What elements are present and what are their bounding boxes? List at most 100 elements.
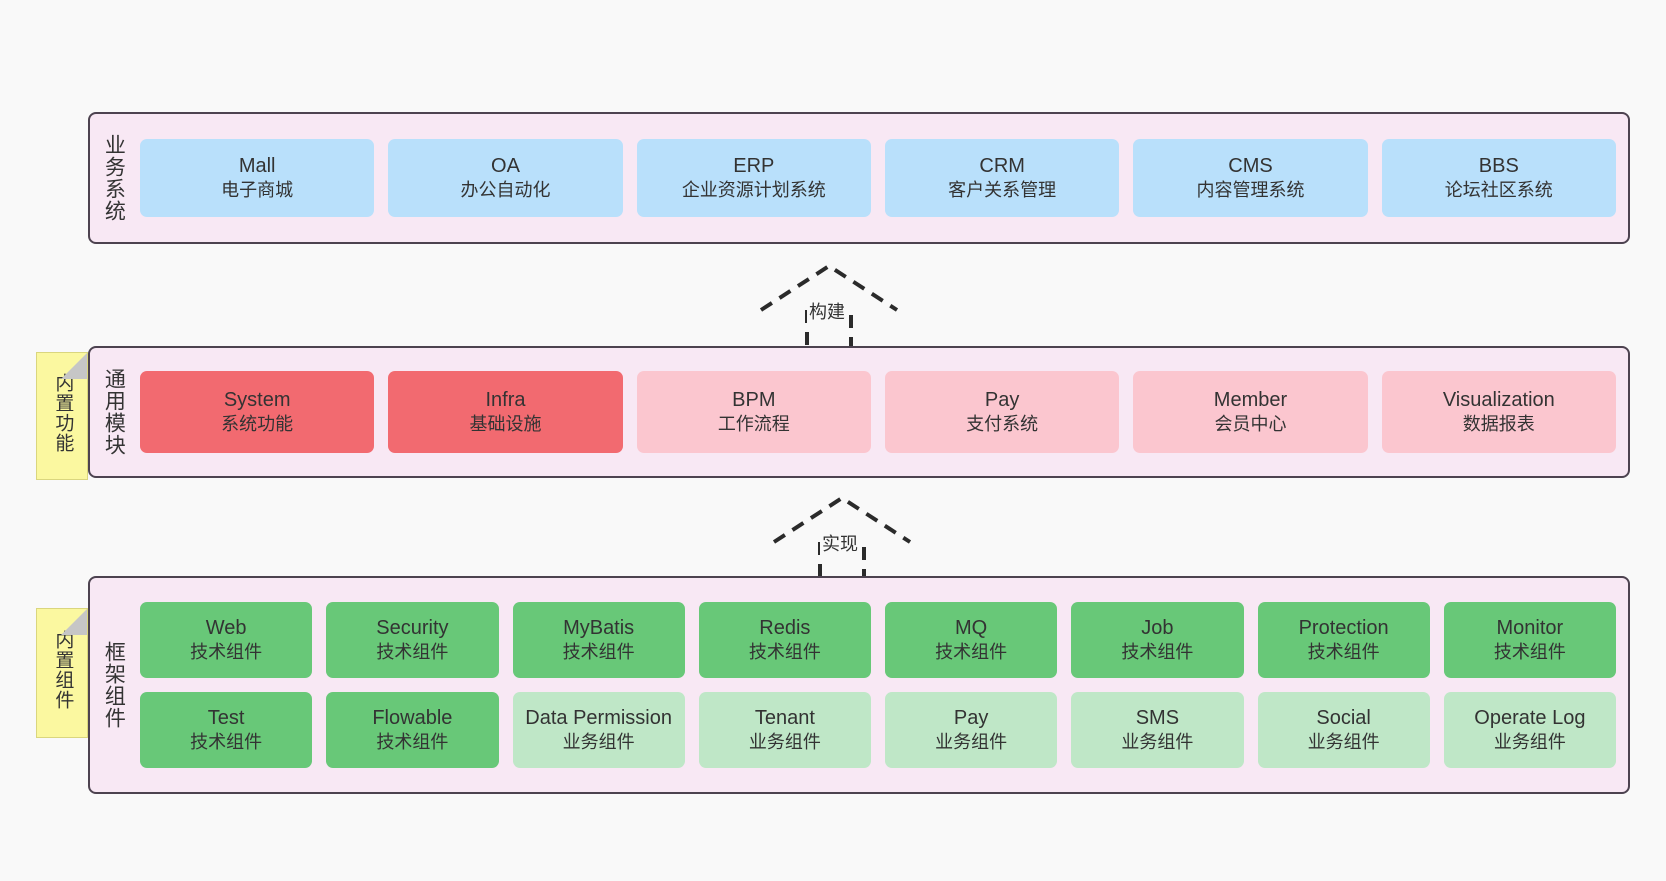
framework-card-operate-log[interactable]: Operate Log 业务组件 bbox=[1443, 692, 1616, 768]
business-system-layer: 业务系统 Mall 电子商城 OA 办公自动化 ERP 企业资源计划系统 CRM bbox=[88, 112, 1630, 244]
framework-card-mq[interactable]: MQ 技术组件 bbox=[885, 602, 1058, 678]
card-desc: 业务组件 bbox=[1493, 732, 1566, 753]
card-name: MQ bbox=[955, 617, 988, 640]
card-desc: 工作流程 bbox=[717, 414, 790, 435]
card-desc: 技术组件 bbox=[935, 642, 1008, 663]
card-desc: 电子商城 bbox=[221, 180, 294, 201]
implement-arrow-label: 实现 bbox=[820, 530, 860, 556]
card-name: Job bbox=[1141, 617, 1174, 640]
framework-card-social[interactable]: Social 业务组件 bbox=[1257, 692, 1430, 768]
card-name: Member bbox=[1213, 389, 1288, 412]
card-name: ERP bbox=[733, 155, 775, 178]
card-name: Flowable bbox=[372, 707, 453, 730]
card-desc: 系统功能 bbox=[221, 414, 294, 435]
framework-card-monitor[interactable]: Monitor 技术组件 bbox=[1443, 602, 1616, 678]
builtin-components-note-label: 内置组件 bbox=[52, 630, 74, 710]
framework-row-business: Test 技术组件 Flowable 技术组件 Data Permission … bbox=[140, 692, 1616, 768]
business-card-oa[interactable]: OA 办公自动化 bbox=[388, 139, 623, 217]
framework-card-web[interactable]: Web 技术组件 bbox=[140, 602, 313, 678]
card-desc: 技术组件 bbox=[376, 642, 449, 663]
card-desc: 基础设施 bbox=[469, 414, 542, 435]
card-desc: 论坛社区系统 bbox=[1444, 180, 1553, 201]
framework-component-layer-title: 框架组件 bbox=[102, 641, 126, 729]
card-desc: 技术组件 bbox=[1493, 642, 1566, 663]
common-module-row: System 系统功能 Infra 基础设施 BPM 工作流程 Pay 支付系统… bbox=[140, 371, 1616, 453]
card-desc: 业务组件 bbox=[1121, 732, 1194, 753]
card-desc: 内容管理系统 bbox=[1196, 180, 1305, 201]
card-name: Mall bbox=[238, 155, 276, 178]
card-desc: 技术组件 bbox=[562, 642, 635, 663]
module-card-pay[interactable]: Pay 支付系统 bbox=[884, 371, 1120, 453]
business-card-mall[interactable]: Mall 电子商城 bbox=[140, 139, 375, 217]
framework-card-mybatis[interactable]: MyBatis 技术组件 bbox=[512, 602, 685, 678]
framework-card-tenant[interactable]: Tenant 业务组件 bbox=[698, 692, 871, 768]
card-name: BBS bbox=[1478, 155, 1519, 178]
framework-card-redis[interactable]: Redis 技术组件 bbox=[698, 602, 871, 678]
card-name: Visualization bbox=[1442, 389, 1555, 412]
card-name: Pay bbox=[953, 707, 989, 730]
card-name: System bbox=[223, 389, 291, 412]
module-card-infra[interactable]: Infra 基础设施 bbox=[388, 371, 623, 453]
card-desc: 技术组件 bbox=[748, 642, 821, 663]
card-desc: 业务组件 bbox=[562, 732, 635, 753]
framework-card-job[interactable]: Job 技术组件 bbox=[1071, 602, 1244, 678]
card-name: CMS bbox=[1228, 155, 1273, 178]
business-system-row: Mall 电子商城 OA 办公自动化 ERP 企业资源计划系统 CRM 客户关系… bbox=[140, 139, 1616, 217]
business-card-cms[interactable]: CMS 内容管理系统 bbox=[1133, 139, 1368, 217]
card-name: Security bbox=[376, 617, 449, 640]
card-desc: 技术组件 bbox=[376, 732, 449, 753]
framework-card-data-permission[interactable]: Data Permission 业务组件 bbox=[512, 692, 685, 768]
card-name: CRM bbox=[979, 155, 1025, 178]
card-desc: 业务组件 bbox=[935, 732, 1008, 753]
card-name: Redis bbox=[759, 617, 811, 640]
module-card-bpm[interactable]: BPM 工作流程 bbox=[636, 371, 871, 453]
common-module-layer: 通用模块 System 系统功能 Infra 基础设施 BPM 工作流程 Pay bbox=[88, 346, 1630, 478]
card-desc: 办公自动化 bbox=[460, 180, 551, 201]
framework-card-pay[interactable]: Pay 业务组件 bbox=[885, 692, 1058, 768]
card-name: Protection bbox=[1298, 617, 1389, 640]
common-module-layer-title: 通用模块 bbox=[102, 368, 126, 456]
builtin-features-note: 内置功能 bbox=[36, 352, 88, 480]
framework-card-flowable[interactable]: Flowable 技术组件 bbox=[326, 692, 499, 768]
card-desc: 业务组件 bbox=[1307, 732, 1380, 753]
module-card-visualization[interactable]: Visualization 数据报表 bbox=[1381, 371, 1616, 453]
card-desc: 业务组件 bbox=[748, 732, 821, 753]
card-name: MyBatis bbox=[563, 617, 635, 640]
card-name: SMS bbox=[1135, 707, 1180, 730]
build-arrow: 构建 bbox=[759, 262, 899, 354]
card-desc: 技术组件 bbox=[190, 732, 263, 753]
framework-card-security[interactable]: Security 技术组件 bbox=[326, 602, 499, 678]
business-card-crm[interactable]: CRM 客户关系管理 bbox=[884, 139, 1120, 217]
card-name: Monitor bbox=[1496, 617, 1564, 640]
card-name: Operate Log bbox=[1474, 707, 1586, 730]
implement-arrow: 实现 bbox=[772, 494, 912, 586]
card-name: Web bbox=[205, 617, 247, 640]
card-desc: 企业资源计划系统 bbox=[681, 180, 826, 201]
framework-card-sms[interactable]: SMS 业务组件 bbox=[1071, 692, 1244, 768]
framework-row-technical: Web 技术组件 Security 技术组件 MyBatis 技术组件 Redi… bbox=[140, 602, 1616, 678]
card-desc: 会员中心 bbox=[1214, 414, 1287, 435]
card-name: OA bbox=[491, 155, 520, 178]
card-desc: 数据报表 bbox=[1462, 414, 1535, 435]
card-name: Social bbox=[1316, 707, 1371, 730]
module-card-system[interactable]: System 系统功能 bbox=[140, 371, 375, 453]
builtin-features-note-label: 内置功能 bbox=[52, 373, 74, 453]
module-card-member[interactable]: Member 会员中心 bbox=[1133, 371, 1368, 453]
card-name: Data Permission bbox=[525, 707, 672, 730]
card-desc: 技术组件 bbox=[1121, 642, 1194, 663]
build-arrow-label: 构建 bbox=[807, 298, 847, 324]
builtin-components-note: 内置组件 bbox=[36, 608, 88, 738]
card-desc: 客户关系管理 bbox=[948, 180, 1057, 201]
framework-component-layer: 框架组件 Web 技术组件 Security 技术组件 MyBatis 技术组件… bbox=[88, 576, 1630, 794]
card-name: Tenant bbox=[754, 707, 815, 730]
framework-card-test[interactable]: Test 技术组件 bbox=[140, 692, 313, 768]
card-desc: 技术组件 bbox=[1307, 642, 1380, 663]
business-card-bbs[interactable]: BBS 论坛社区系统 bbox=[1381, 139, 1616, 217]
business-card-erp[interactable]: ERP 企业资源计划系统 bbox=[636, 139, 871, 217]
business-system-layer-title: 业务系统 bbox=[102, 134, 126, 222]
card-desc: 技术组件 bbox=[190, 642, 263, 663]
card-name: BPM bbox=[732, 389, 776, 412]
framework-card-protection[interactable]: Protection 技术组件 bbox=[1257, 602, 1430, 678]
common-module-cards: System 系统功能 Infra 基础设施 BPM 工作流程 Pay 支付系统… bbox=[136, 348, 1628, 476]
